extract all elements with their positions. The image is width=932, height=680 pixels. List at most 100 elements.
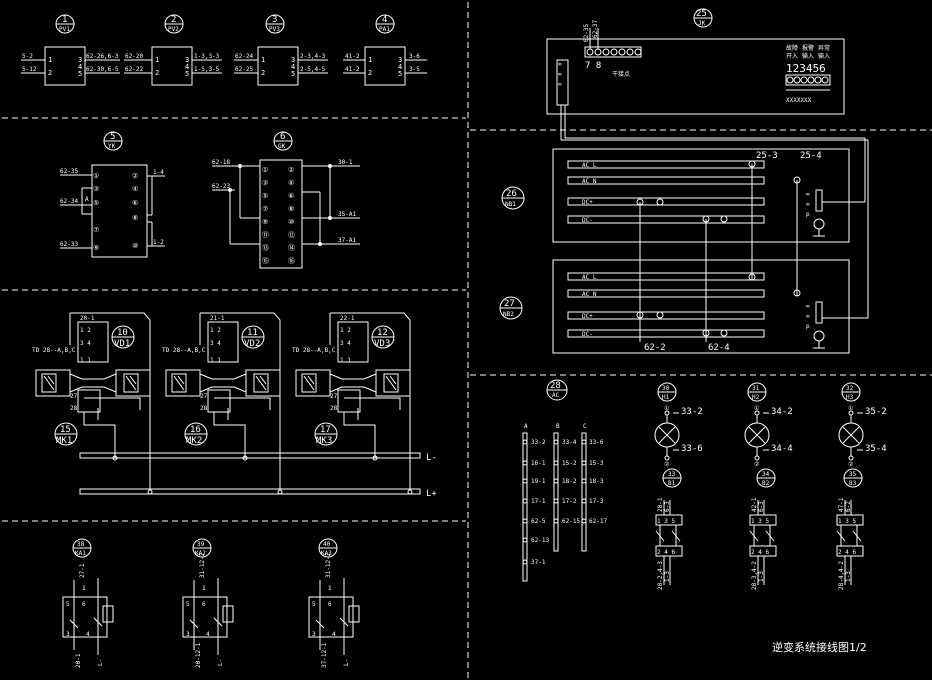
device-number: 34: [762, 471, 770, 478]
terminal-label: 41-2: [345, 53, 360, 60]
bus-label: AC L: [582, 162, 597, 169]
svg-text:1 1: 1 1: [80, 357, 91, 364]
device-number: 1: [62, 15, 67, 25]
device-number: 25: [696, 9, 707, 19]
terminal-label: 62-35: [60, 168, 78, 175]
terminal-label: 27-1: [79, 563, 86, 578]
device-number: 5: [110, 132, 115, 142]
terminal-label: 33-2: [531, 439, 546, 446]
device-number: 28: [550, 381, 561, 391]
terminal-label: 62-35: [583, 24, 590, 42]
terminal-label: 62-23: [212, 183, 230, 190]
svg-text:4: 4: [206, 631, 210, 638]
terminal-label: 22-1: [340, 315, 355, 322]
svg-text:3: 3: [398, 56, 402, 64]
terminal-label: 62-17: [589, 518, 607, 525]
terminal-label: 1-3: [758, 571, 765, 582]
device-code: PV2: [168, 26, 179, 33]
terminal-label: 25-3: [756, 151, 778, 161]
svg-text:3: 3: [66, 631, 70, 638]
bus-label: AC N: [582, 178, 597, 185]
device-code: VD1: [114, 339, 130, 349]
svg-text:⑨: ⑨: [93, 244, 99, 252]
svg-text:⑩: ⑩: [288, 218, 294, 226]
svg-text:5: 5: [66, 601, 70, 608]
svg-text:②: ②: [132, 172, 138, 180]
svg-text:2: 2: [48, 69, 52, 77]
bus-label: DC+: [582, 313, 593, 320]
terminal-label: 42-1: [751, 497, 758, 512]
svg-text:⑨: ⑨: [262, 218, 268, 226]
svg-text:⑤: ⑤: [262, 192, 268, 200]
svg-text:∞: ∞: [806, 303, 810, 310]
device-number: 3: [272, 15, 277, 25]
meter-pa1: 4 PA1 12 345 41-2 41-2 3-6 3-5: [343, 14, 427, 86]
svg-text:∞: ∞: [558, 71, 562, 78]
terminal-label: 62-13: [531, 537, 549, 544]
svg-text:1 2: 1 2: [210, 327, 221, 334]
svg-text:4: 4: [86, 631, 90, 638]
svg-text:5: 5: [186, 601, 190, 608]
svg-text:1 1: 1 1: [340, 357, 351, 364]
terminal-label: 5-12: [22, 66, 37, 73]
svg-text:①: ①: [93, 172, 99, 180]
terminal-label: 1-5,3-5: [194, 66, 220, 73]
svg-text:⑦: ⑦: [262, 205, 268, 213]
svg-text:1: 1: [368, 56, 372, 64]
svg-text:⑧: ⑧: [132, 214, 138, 222]
svg-text:2 4 6: 2 4 6: [751, 549, 769, 556]
terminal-label: 3-5: [409, 66, 420, 73]
svg-text:3: 3: [291, 56, 295, 64]
bus-label: L-: [426, 453, 437, 463]
terminal-label: 1-3,3-3: [194, 53, 220, 60]
svg-text:4: 4: [78, 63, 82, 71]
bus-label: DC-: [582, 331, 593, 338]
svg-text:∞: ∞: [806, 191, 810, 198]
indicator-lamps: 30H133-233-6①②31H234-234-4①②32H335-235-4…: [654, 382, 887, 468]
device-number: 6: [280, 132, 285, 142]
svg-text:1 3 5: 1 3 5: [751, 518, 769, 525]
terminal-label: 17-1: [531, 498, 546, 505]
meter-pv1: 1 PV1 12 345 5-2 5-12 62-26,6-3 62-30,6-…: [21, 14, 120, 86]
column-label: A: [524, 423, 528, 430]
terminal-label: 34-2: [771, 407, 793, 417]
terminal-label: 28-3,4-2: [751, 561, 758, 590]
svg-text:3: 3: [185, 56, 189, 64]
terminal-label: 62-37: [592, 20, 599, 38]
bus-label: L+: [426, 489, 437, 499]
device-code: B2: [762, 480, 770, 487]
svg-text:⑥: ⑥: [288, 192, 294, 200]
jk-terminal-dots: [586, 48, 642, 56]
svg-text:1: 1: [48, 56, 52, 64]
terminal-label: 2-5,4-5: [300, 66, 326, 73]
svg-text:②: ②: [848, 461, 853, 468]
terminal-label: 6-3: [758, 501, 765, 512]
svg-text:1 2: 1 2: [340, 327, 351, 334]
device-code: MK3: [316, 436, 332, 446]
device-code: KA3: [321, 550, 332, 557]
svg-text:⑬: ⑬: [262, 244, 269, 252]
terminal-label: 3-6: [409, 53, 420, 60]
svg-text:②: ②: [288, 166, 294, 174]
terminal-label: 15-3: [589, 460, 604, 467]
device-jk: 25 JK 62-35 62-37 7 8 干接点 ∞∞∞ 故障 报警 异常 开…: [546, 8, 869, 319]
jk-header: 故障: [786, 44, 798, 52]
device-code: KA2: [195, 550, 206, 557]
svg-text:1 1: 1 1: [210, 357, 221, 364]
svg-text:5: 5: [291, 70, 295, 78]
device-number: 2: [171, 15, 176, 25]
svg-text:5: 5: [398, 70, 402, 78]
svg-text:2 4 6: 2 4 6: [838, 549, 856, 556]
svg-text:6: 6: [328, 601, 332, 608]
terminal-label: 62-26,6-3: [86, 53, 119, 60]
device-code: KA1: [75, 550, 86, 557]
terminal-label: 62-18: [212, 159, 230, 166]
device-number: 16: [190, 425, 201, 435]
svg-text:4: 4: [332, 631, 336, 638]
svg-text:1: 1: [202, 585, 206, 592]
